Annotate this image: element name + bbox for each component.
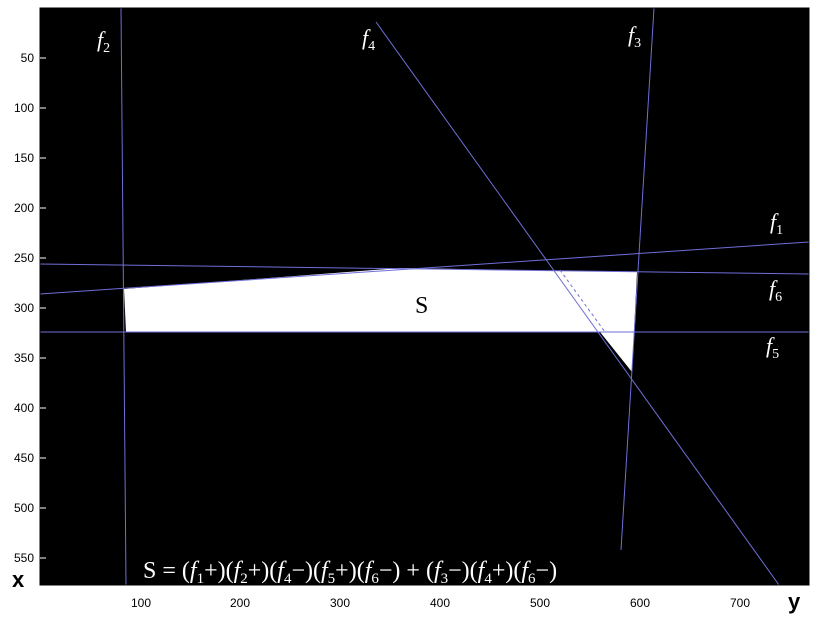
label-f1: f1 xyxy=(770,209,783,238)
axis-y-label: y xyxy=(788,589,801,614)
line-f6 xyxy=(39,263,810,275)
x-tick-label: 250 xyxy=(14,251,34,265)
x-tick-label: 500 xyxy=(14,501,34,515)
left-ticks xyxy=(40,57,46,559)
x-tick-label: 150 xyxy=(14,151,34,165)
region-formula: S = (f1+)(f2+)(f4−)(f5+)(f6−) + (f3−)(f4… xyxy=(143,558,557,587)
y-tick-label: 700 xyxy=(730,596,750,610)
region-label: S xyxy=(415,293,428,319)
label-f3: f3 xyxy=(628,22,641,51)
line-f1 xyxy=(39,241,810,295)
plot-frame xyxy=(39,7,810,586)
y-tick-label: 300 xyxy=(330,596,350,610)
left-tick-labels: 50 100 150 200 250 300 350 400 450 500 5… xyxy=(14,51,34,565)
x-tick-label: 400 xyxy=(14,401,34,415)
x-tick-label: 450 xyxy=(14,451,34,465)
axis-x-label: x xyxy=(12,567,25,592)
line-f4-dashed xyxy=(559,269,606,333)
line-f2 xyxy=(120,7,127,586)
x-tick-label: 50 xyxy=(21,51,35,65)
label-f6: f6 xyxy=(769,276,782,305)
line-f4 xyxy=(375,21,780,586)
x-tick-label: 100 xyxy=(14,101,34,115)
region-s xyxy=(124,268,637,372)
x-tick-label: 550 xyxy=(14,551,34,565)
y-tick-label: 400 xyxy=(430,596,450,610)
x-tick-label: 350 xyxy=(14,351,34,365)
label-f5: f5 xyxy=(766,333,779,362)
y-tick-label: 500 xyxy=(530,596,550,610)
x-tick-label: 200 xyxy=(14,201,34,215)
y-tick-label: 200 xyxy=(230,596,250,610)
label-f2: f2 xyxy=(97,27,110,56)
boundary-lines xyxy=(39,7,810,586)
bottom-tick-labels: 100 200 300 400 500 600 700 xyxy=(131,596,750,610)
x-tick-label: 300 xyxy=(14,301,34,315)
y-tick-label: 100 xyxy=(131,596,151,610)
line-f3 xyxy=(620,7,655,551)
label-f4: f4 xyxy=(362,25,375,54)
y-tick-label: 600 xyxy=(630,596,650,610)
